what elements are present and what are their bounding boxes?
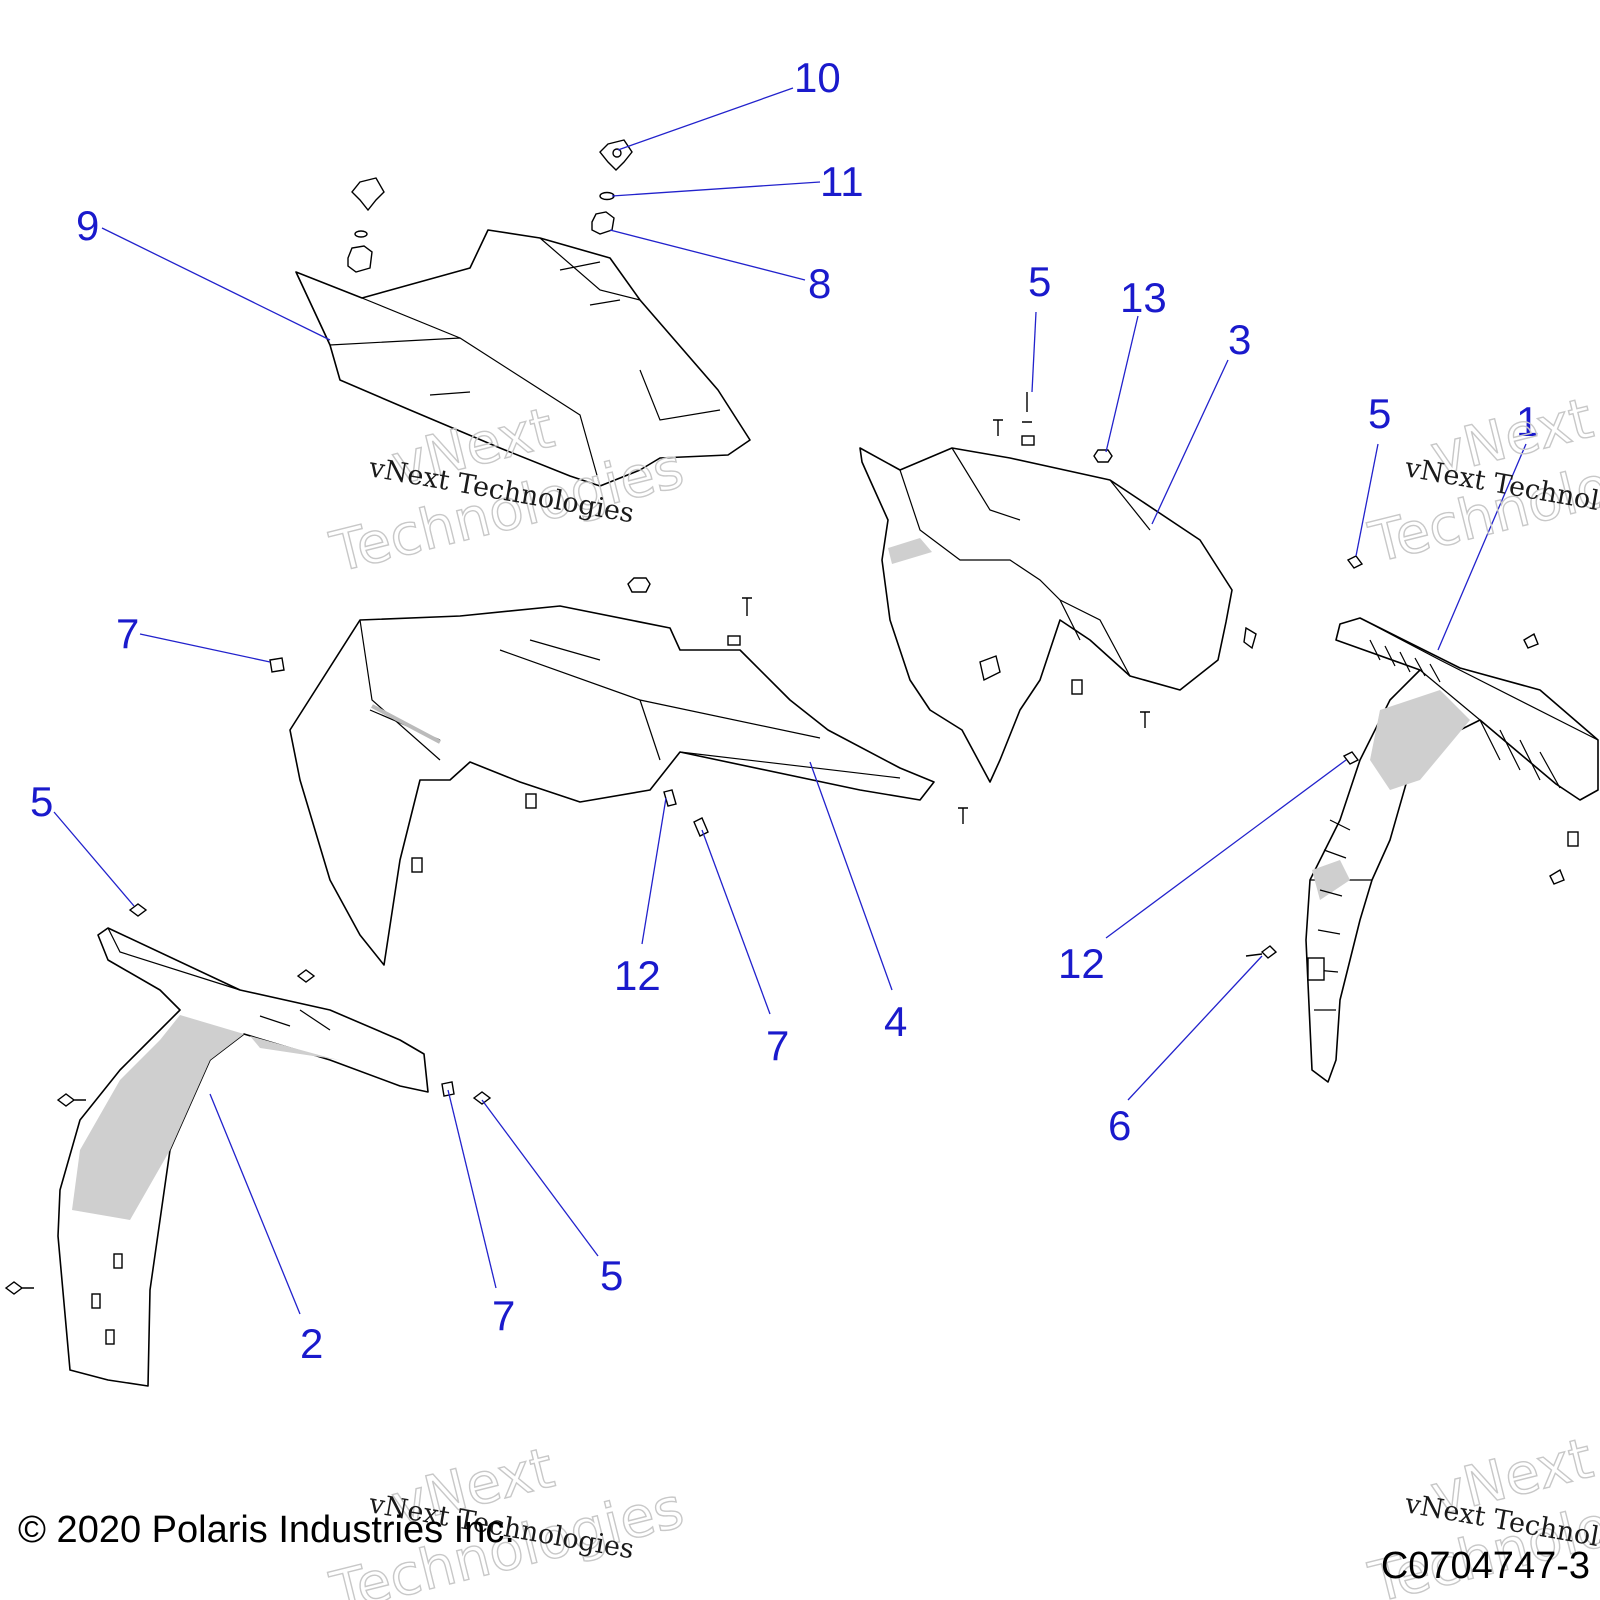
copyright-notice: © 2020 Polaris Industries Inc. [18,1509,515,1551]
callout-9: 9 [76,202,99,249]
callout-8: 8 [808,260,831,307]
part-3-inner-fender [859,419,1257,783]
callout-4: 4 [884,998,907,1045]
callout-5: 5 [1368,390,1391,437]
callout-13: 13 [1120,274,1167,321]
part-4-fender-panel [289,577,968,966]
part-9-hood-panel [295,229,751,487]
callout-5: 5 [1028,258,1051,305]
part-2-front-fender [57,927,429,1387]
hood-fastener-set [347,177,385,273]
callouts: 10 11 8 9 5 13 3 5 1 7 5 12 7 4 12 6 2 7… [30,54,1539,1367]
loose-hardware [4,392,1364,1295]
part-1-rear-fender [1305,617,1599,1083]
callout-6: 6 [1108,1102,1131,1149]
callout-7: 7 [766,1022,789,1069]
leader-lines [53,87,1527,1315]
callout-3: 3 [1228,316,1251,363]
callout-12: 12 [1058,940,1105,987]
callout-5: 5 [600,1252,623,1299]
callout-11: 11 [820,158,864,205]
callout-2: 2 [300,1320,323,1367]
figure-id: C0704747-3 [1381,1545,1590,1587]
callout-7: 7 [492,1292,515,1339]
callout-5: 5 [30,778,53,825]
callout-10: 10 [794,54,841,101]
callout-1: 1 [1516,398,1539,445]
part-8-grommet [591,211,615,235]
part-10-fastener [599,139,633,171]
watermark-group-lower-left: vNext Technologies [323,1435,690,1600]
callout-12: 12 [614,952,661,999]
part-11-washer [599,191,615,201]
callout-7: 7 [116,610,139,657]
